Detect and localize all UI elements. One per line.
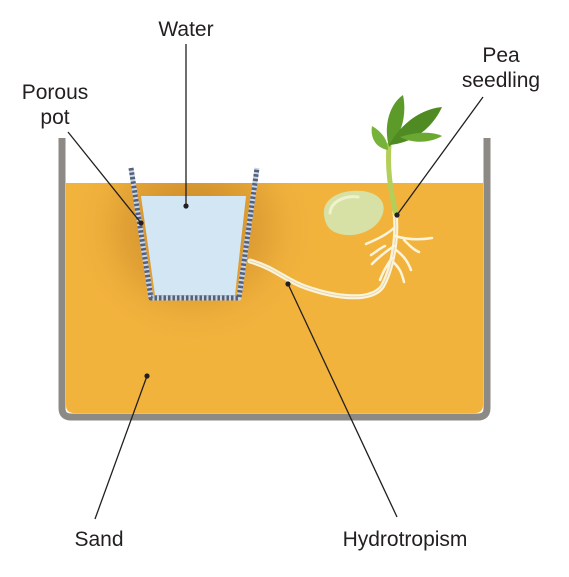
leader-pea-seedling [396, 96, 484, 216]
leaf-curl [400, 132, 442, 142]
seedling-stem [386, 142, 399, 217]
leader-porous-pot [67, 131, 142, 224]
leaf-top [386, 95, 405, 147]
water-fill [141, 196, 246, 295]
dot-water [183, 203, 189, 209]
leader-lines [67, 44, 484, 520]
sand-body [66, 183, 483, 413]
pea-seedling [247, 95, 442, 300]
pea-seed-highlight [328, 195, 360, 215]
pot-wall [128, 167, 260, 301]
leader-sand [94, 375, 148, 520]
label-hydrotropism: Hydrotropism [343, 528, 468, 551]
leader-dots [138, 203, 400, 379]
label-pea-seedling-line2: seedling [462, 69, 540, 92]
hydrotropic-root-shade [249, 213, 397, 298]
porous-pot [128, 167, 260, 301]
lateral-roots [364, 226, 434, 284]
dot-porous-pot [138, 220, 144, 226]
dot-sand [144, 373, 150, 379]
label-sand: Sand [74, 528, 123, 551]
label-pea-seedling-line1: Pea [482, 44, 520, 67]
leaf-right [389, 107, 442, 145]
container [58, 138, 491, 421]
label-porous-pot-line1: Porous [22, 81, 89, 104]
leader-hydrotropism [287, 283, 398, 518]
dot-pea-seedling [394, 212, 400, 218]
dot-hydrotropism [285, 281, 291, 287]
label-porous-pot-line2: pot [40, 106, 69, 129]
leaf-left [371, 126, 388, 150]
label-water: Water [158, 18, 213, 41]
